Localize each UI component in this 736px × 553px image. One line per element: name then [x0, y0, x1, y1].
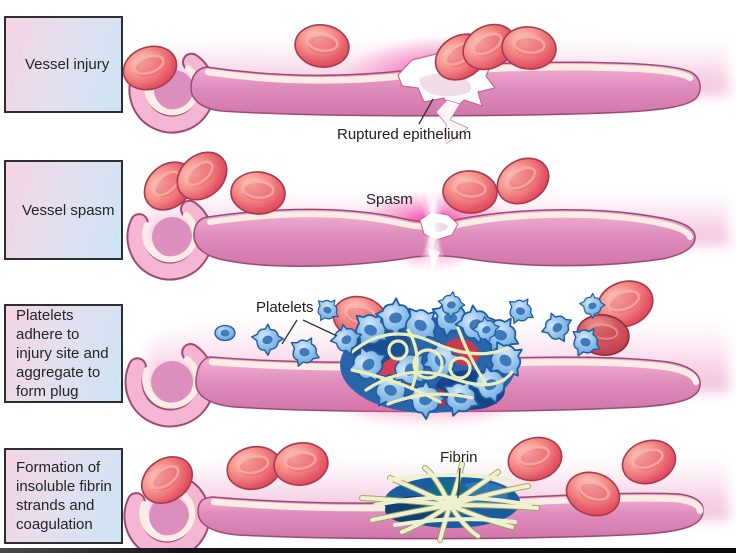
stage-box-platelet-plug: Platelets adhere to injury site and aggr… — [4, 304, 123, 403]
stage-2-vessel-spasm-art — [126, 130, 730, 330]
callout-line-ruptured — [418, 98, 434, 125]
vessel-rim — [207, 211, 693, 240]
free-platelets — [214, 289, 539, 371]
callout-platelets: Platelets — [256, 299, 314, 316]
callout-line-fibrin — [457, 467, 461, 499]
fibrin-mesh — [359, 461, 540, 543]
stage-box-vessel-spasm: Vessel spasm — [4, 160, 123, 260]
callout-fibrin: Fibrin — [440, 449, 478, 466]
stage-box-label: Vessel injury — [25, 56, 110, 73]
stage-box-label: Vessel spasm — [22, 201, 115, 219]
vessel-open-end — [126, 199, 214, 281]
stage-box-label: Formation of insoluble fibrin strands an… — [16, 459, 112, 533]
stage-box-label: Platelets adhere to injury site and aggr… — [16, 307, 109, 400]
callout-spasm: Spasm — [366, 191, 413, 208]
stage-box-coagulation: Formation of insoluble fibrin strands an… — [4, 448, 123, 544]
stage-1-vessel-injury-art — [116, 14, 730, 145]
stage-4-coagulation-art — [123, 430, 730, 553]
stage-box-vessel-injury: Vessel injury — [4, 16, 123, 113]
callout-ruptured-epithelium: Ruptured epithelium — [337, 126, 472, 143]
plug-fibrin-web — [350, 326, 514, 406]
platelet-plug — [340, 293, 534, 424]
stage-3-platelet-plug-art — [124, 272, 730, 428]
bottom-border-bar — [0, 548, 736, 553]
callout-lines-platelets — [281, 319, 338, 345]
vessel-open-end — [124, 343, 216, 428]
